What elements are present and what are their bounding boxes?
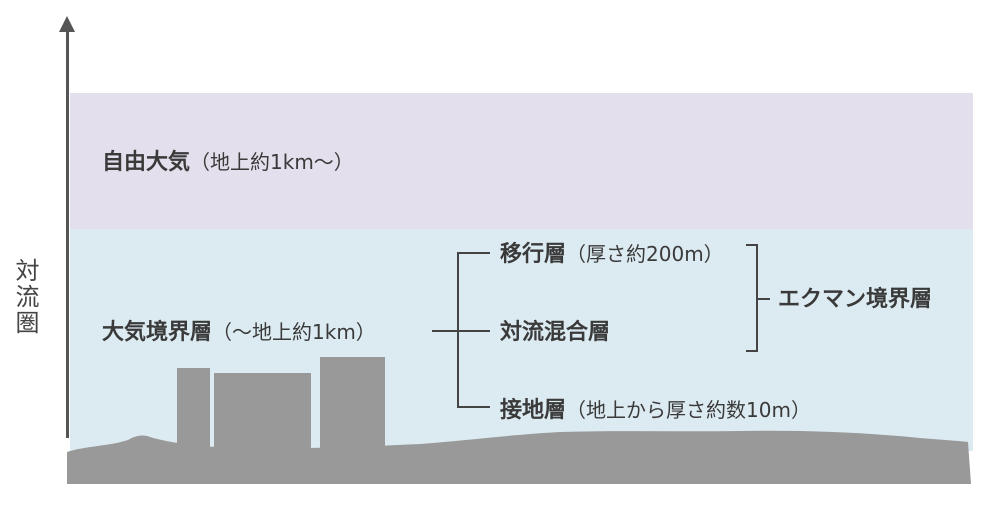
ekman-bracket-tick: [758, 298, 770, 300]
connector-horizontal-main: [432, 330, 458, 332]
building-middle: [214, 373, 311, 452]
label-ekman-layer: エクマン境界層: [778, 286, 932, 314]
ground: [67, 430, 971, 484]
transition-layer-detail: （厚さ約200m）: [566, 242, 724, 266]
arrow-up-icon: [59, 16, 75, 32]
free-atmosphere-name: 自由大気: [102, 150, 191, 175]
connector-branch-transition: [457, 252, 490, 254]
building-right: [320, 357, 385, 452]
free-atmosphere-band: [70, 93, 973, 229]
axis-label-troposphere: 対流圏: [11, 258, 39, 336]
surface-layer-detail: （地上から厚さ約数10m）: [566, 398, 811, 422]
free-atmosphere-detail: （地上約1km〜）: [190, 150, 354, 174]
transition-layer-name: 移行層: [500, 242, 567, 267]
label-mixed-layer: 対流混合層: [500, 318, 610, 347]
surface-layer-name: 接地層: [500, 398, 567, 423]
building-left: [177, 368, 210, 452]
altitude-axis-line: [66, 28, 69, 438]
label-boundary-layer: 大気境界層（〜地上約1km）: [102, 318, 376, 347]
ekman-bracket-bottom: [746, 350, 758, 352]
connector-branch-surface: [457, 406, 490, 408]
ekman-bracket-vertical: [756, 244, 758, 352]
mixed-layer-name: 対流混合層: [500, 320, 611, 345]
ekman-layer-name: エクマン境界層: [778, 287, 933, 312]
boundary-layer-name: 大気境界層: [102, 320, 213, 345]
ekman-bracket-top: [746, 244, 758, 246]
boundary-layer-detail: （〜地上約1km）: [212, 320, 376, 344]
label-transition-layer: 移行層（厚さ約200m）: [500, 240, 724, 269]
label-surface-layer: 接地層（地上から厚さ約数10m）: [500, 396, 811, 425]
label-free-atmosphere: 自由大気（地上約1km〜）: [102, 148, 354, 177]
connector-branch-mixed: [457, 330, 490, 332]
